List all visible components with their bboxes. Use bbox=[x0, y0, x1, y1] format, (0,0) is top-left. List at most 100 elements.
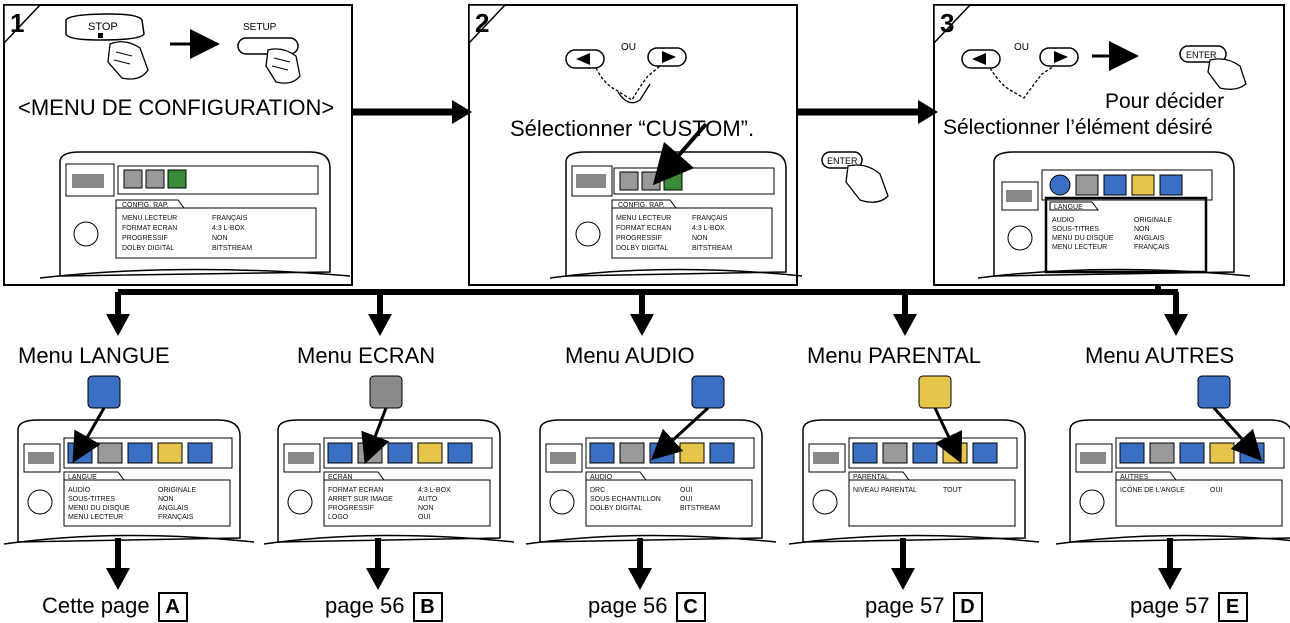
svg-text:LANGUE: LANGUE bbox=[1054, 204, 1083, 211]
config-screen-step1: CONFIG. RAP. MENU LECTEUR FRANÇAIS FORMAT… bbox=[39, 151, 351, 279]
svg-text:NON: NON bbox=[692, 235, 708, 242]
submenu-row-value: AUTO bbox=[418, 496, 438, 503]
svg-text:4:3 L-BOX: 4:3 L-BOX bbox=[692, 225, 725, 232]
hand-icon bbox=[1207, 58, 1247, 90]
submenu-tab-parental: PARENTAL bbox=[853, 474, 889, 481]
submenu-row-label: NIVEAU PARENTAL bbox=[853, 487, 917, 494]
svg-text:MENU LECTEUR: MENU LECTEUR bbox=[616, 215, 671, 222]
submenu-row-label: PROGRESSIF bbox=[328, 505, 374, 512]
submenu-screen-autres: AUTRES ICÔNE DE L'ANGLE OUI bbox=[1055, 375, 1290, 590]
svg-text:PROGRESSIF: PROGRESSIF bbox=[616, 235, 662, 242]
svg-text:FRANÇAIS: FRANÇAIS bbox=[1134, 244, 1170, 251]
setup-label: SETUP bbox=[243, 22, 277, 33]
submenu-screen-parental: PARENTAL NIVEAU PARENTAL TOUT bbox=[788, 375, 1040, 590]
svg-text:CONFIG. RAP.: CONFIG. RAP. bbox=[618, 202, 665, 209]
menu-title-ecran: Menu ECRAN bbox=[297, 343, 436, 368]
submenu-tab-langue: LANGUE bbox=[68, 474, 97, 481]
submenu-row-value: ANGLAIS bbox=[158, 505, 189, 512]
submenu-row-value: BITSTREAM bbox=[680, 505, 720, 512]
svg-text:FRANÇAIS: FRANÇAIS bbox=[212, 215, 248, 222]
autres-etc-icon bbox=[1197, 375, 1231, 409]
svg-text:ANGLAIS: ANGLAIS bbox=[1134, 235, 1165, 242]
svg-text:ENTER: ENTER bbox=[827, 156, 858, 166]
svg-text:ENTER: ENTER bbox=[1186, 50, 1217, 60]
svg-text:MENU LECTEUR: MENU LECTEUR bbox=[122, 215, 177, 222]
music-note-icon bbox=[691, 375, 725, 409]
enter-button bbox=[1179, 45, 1227, 63]
tv-screen-icon bbox=[369, 375, 403, 409]
hand-icon bbox=[107, 41, 149, 80]
submenu-row-label: FORMAT ECRAN bbox=[328, 487, 383, 494]
svg-text:ORIGINALE: ORIGINALE bbox=[1134, 217, 1172, 224]
setup-button-illustration: SETUP bbox=[237, 22, 301, 84]
svg-text:NON: NON bbox=[212, 235, 228, 242]
letter-e: E bbox=[1217, 592, 1248, 622]
or-label: OU bbox=[621, 42, 636, 53]
submenu-row-value: ORIGINALE bbox=[158, 487, 196, 494]
submenu-row-value: OUI bbox=[680, 496, 693, 503]
svg-text:FORMAT ECRAN: FORMAT ECRAN bbox=[122, 225, 177, 232]
flow-arrows-top: ENTER bbox=[352, 100, 938, 203]
step-2-caption: Sélectionner “CUSTOM”. bbox=[510, 116, 755, 141]
svg-text:SOUS-TITRES: SOUS-TITRES bbox=[1052, 226, 1099, 233]
menu-title-audio: Menu AUDIO bbox=[565, 343, 695, 368]
step-2-number: 2 bbox=[475, 8, 489, 38]
svg-text:AUDIO: AUDIO bbox=[1052, 217, 1075, 224]
step-3-caption-line1: Pour décider bbox=[1105, 90, 1225, 113]
step-1-caption: <MENU DE CONFIGURATION> bbox=[18, 95, 335, 120]
padlock-icon bbox=[918, 375, 952, 409]
hand-icon bbox=[845, 164, 889, 203]
svg-text:MENU DU DISQUE: MENU DU DISQUE bbox=[1052, 235, 1114, 242]
submenu-row-value: OUI bbox=[418, 514, 431, 521]
config-screen-step2: CONFIG. RAP. MENU LECTEUR FRANÇAIS FORMAT… bbox=[549, 122, 803, 279]
submenu-row-value: NON bbox=[418, 505, 434, 512]
submenu-screen-ecran: ECRAN FORMAT ECRAN 4:3 L-BOX ARRET SUR IMAG… bbox=[263, 375, 515, 590]
hand-icon bbox=[989, 65, 1055, 99]
submenu-row-label: MENU DU DISQUE bbox=[68, 505, 130, 512]
submenu-row-label: AUDIO bbox=[68, 487, 91, 494]
submenu-tab-ecran: ECRAN bbox=[328, 474, 353, 481]
hand-icon bbox=[595, 65, 661, 101]
submenu-row-label: DOLBY DIGITAL bbox=[590, 505, 642, 512]
svg-text:CONFIG. RAP.: CONFIG. RAP. bbox=[122, 202, 169, 209]
step-3-caption-line2: Sélectionner l’élément désiré bbox=[943, 116, 1213, 139]
enter-button bbox=[821, 151, 863, 169]
stop-label: STOP bbox=[88, 21, 118, 33]
submenu-row-label: LOGO bbox=[328, 514, 349, 521]
submenu-row-label: SOUS-TITRES bbox=[68, 496, 115, 503]
menu-title-parental: Menu PARENTAL bbox=[807, 343, 982, 368]
svg-text:DOLBY DIGITAL: DOLBY DIGITAL bbox=[616, 245, 668, 252]
svg-text:BITSTREAM: BITSTREAM bbox=[212, 245, 252, 252]
submenu-row-value: OUI bbox=[680, 487, 693, 494]
svg-text:NON: NON bbox=[1134, 226, 1150, 233]
branch-arrows bbox=[106, 285, 1188, 336]
letter-a: A bbox=[157, 592, 188, 622]
menu-title-autres: Menu AUTRES bbox=[1085, 343, 1235, 368]
config-screen-step3: LANGUE AUDIO ORIGINALE SOUS-TITRES NON MEN… bbox=[977, 151, 1251, 279]
submenu-screens: LANGUE AUDIO ORIGINALE SOUS-TITRES NON MENU D… bbox=[3, 375, 1290, 590]
submenu-row-label: MENU LECTEUR bbox=[68, 514, 123, 521]
globe-abc-icon bbox=[87, 375, 121, 409]
svg-text:FORMAT ECRAN: FORMAT ECRAN bbox=[616, 225, 671, 232]
submenu-row-value: 4:3 L-BOX bbox=[418, 487, 451, 494]
svg-text:OU: OU bbox=[1014, 42, 1029, 53]
svg-text:MENU LECTEUR: MENU LECTEUR bbox=[1052, 244, 1107, 251]
submenu-row-label: DRC bbox=[590, 487, 605, 494]
menu-title-langue: Menu LANGUE bbox=[18, 343, 170, 368]
submenu-row-value: TOUT bbox=[943, 487, 963, 494]
step-3-number: 3 bbox=[940, 8, 954, 38]
submenu-tab-autres: AUTRES bbox=[1120, 474, 1149, 481]
submenu-row-label: ARRET SUR IMAGE bbox=[328, 496, 393, 503]
submenu-row-label: ICÔNE DE L'ANGLE bbox=[1120, 485, 1185, 494]
svg-text:FRANÇAIS: FRANÇAIS bbox=[692, 215, 728, 222]
submenu-row-label: SOUS ECHANTILLON bbox=[590, 496, 661, 503]
svg-text:PROGRESSIF: PROGRESSIF bbox=[122, 235, 168, 242]
step-1-number: 1 bbox=[10, 8, 24, 38]
submenu-row-value: OUI bbox=[1210, 487, 1223, 494]
